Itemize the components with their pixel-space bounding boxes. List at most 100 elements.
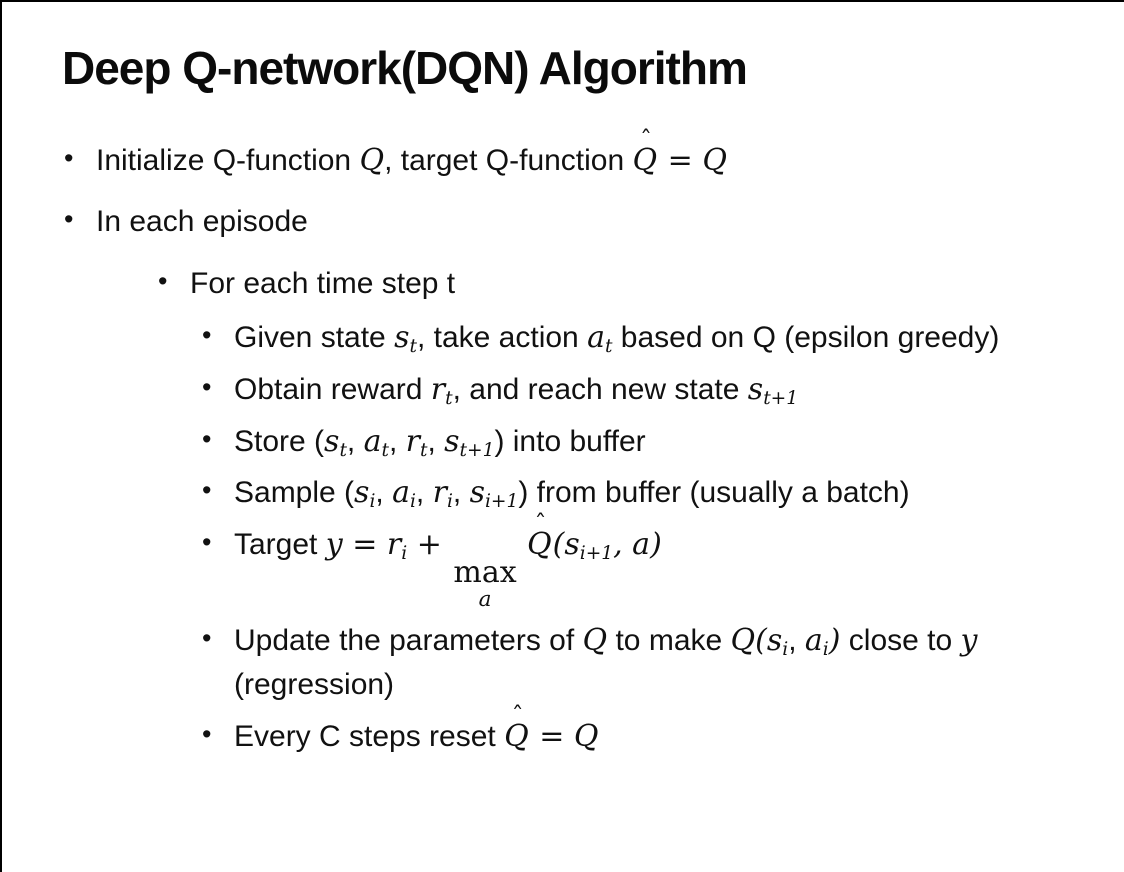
math-subscript: i: [822, 638, 829, 660]
math-subscripted: si: [354, 475, 376, 513]
text-run: , and reach new state: [452, 372, 748, 406]
math-subscripted: ai: [804, 622, 829, 660]
math-subscript: i: [401, 543, 408, 565]
math-base: s: [394, 320, 410, 356]
bullet-text: Initialize Q-function Q, target Q-functi…: [96, 128, 727, 183]
text-run: based on Q (epsilon greedy): [612, 321, 1000, 355]
text-run: ,: [346, 424, 364, 458]
math-subscripted: ri: [432, 475, 453, 513]
math-subscript: t: [604, 336, 613, 358]
bullet-text: For each time step t: [190, 262, 455, 306]
math-subscript: i: [409, 491, 416, 513]
math-subscript: t: [445, 387, 453, 409]
math-run: Q: [582, 622, 608, 658]
bullet-item: • Initialize Q-function Q, target Q-funct…: [2, 128, 1088, 183]
math-subscript: t+1: [459, 439, 495, 461]
text-run: Target: [234, 527, 326, 561]
math-subscript: i: [782, 638, 789, 660]
hat-accent: ˆ: [640, 125, 653, 154]
math-base: a: [587, 320, 605, 356]
text-run: In each episode: [96, 205, 308, 239]
math-base: r: [432, 475, 447, 511]
text-run: , target Q-function: [384, 143, 633, 177]
bullet-text: In each episode: [96, 200, 308, 244]
operator-name: max: [453, 555, 517, 591]
math-subscript: t+1: [763, 387, 799, 409]
text-run: Store (: [234, 424, 325, 458]
text-run: ) from buffer (usually a batch): [518, 476, 910, 510]
text-run: to make: [607, 623, 731, 657]
math-subscripted: rt: [406, 424, 428, 461]
math-base: Q: [504, 718, 529, 754]
math-run: +: [407, 526, 452, 562]
bullet-item: •Store (st, at, rt, st+1) into buffer: [2, 420, 1088, 465]
text-run: ,: [388, 424, 406, 458]
math-subscript: i: [446, 491, 453, 513]
bullet-text: Update the parameters of Q to make Q(si,…: [234, 619, 1079, 708]
math-subscripted: ri: [386, 526, 408, 565]
math-run: = Q: [529, 718, 599, 754]
hat-accent: ˆ: [511, 701, 524, 730]
math-subscripted: st: [324, 423, 347, 461]
math-subscript: t: [381, 439, 389, 461]
bullet-marker: •: [64, 142, 74, 173]
bullet-marker: •: [202, 622, 212, 653]
math-subscripted: si+1: [470, 475, 519, 513]
math-run: y: [960, 622, 978, 658]
bullet-item: • Update the parameters of Q to make Q(si…: [2, 619, 1088, 708]
math-subscript: i+1: [579, 543, 614, 565]
text-run: ,: [375, 476, 393, 510]
math-run: = Q: [658, 142, 727, 178]
math-base: s: [747, 371, 764, 407]
text-run: Initialize Q-function: [96, 143, 360, 177]
math-subscripted: st+1: [444, 424, 495, 461]
hat-accent: ˆ: [534, 509, 547, 538]
math-subscript: t: [409, 336, 417, 358]
math-base: s: [766, 622, 783, 658]
math-run: (: [552, 526, 565, 562]
text-run: Every C steps reset: [234, 719, 505, 753]
math-base: s: [354, 475, 370, 511]
math-subscripted: ai: [392, 475, 416, 513]
text-run: close to: [840, 623, 961, 657]
bullet-item: •Given state st, take action at based on…: [2, 316, 1088, 361]
text-run: ) into buffer: [494, 424, 646, 458]
math-base: r: [430, 371, 446, 407]
math-subscript: i+1: [484, 491, 519, 513]
page-title: Deep Q-network(DQN) Algorithm: [62, 42, 748, 94]
operator-subscript: a: [478, 586, 492, 612]
bullet-text: Obtain reward rt, and reach new state st…: [234, 368, 798, 413]
bullet-list: •Initialize Q-function Q, target Q-funct…: [2, 128, 1088, 759]
bullet-item: •Sample (si, ai, ri, si+1) from buffer (…: [2, 471, 1088, 516]
math-subscripted: at: [587, 320, 613, 358]
math-subscripted: st: [394, 320, 417, 358]
math-run: , a): [613, 526, 662, 562]
math-subscripted: rt: [430, 371, 453, 409]
bullet-item: • For each time step t: [2, 262, 1088, 306]
math-base: s: [324, 423, 340, 459]
math-run: Q: [359, 142, 385, 178]
math-base: Q: [632, 142, 658, 178]
bullet-marker: •: [158, 265, 168, 296]
text-run: ,: [415, 476, 433, 510]
math-base: a: [804, 622, 823, 658]
math-subscript: t: [419, 439, 428, 461]
text-run: Given state: [234, 321, 395, 355]
bullet-item: •Obtain reward rt, and reach new state s…: [2, 368, 1088, 413]
math-run: Q(: [730, 622, 767, 658]
math-subscript: i: [369, 491, 376, 513]
bullet-marker: •: [202, 320, 212, 351]
bullet-marker: •: [202, 371, 212, 402]
math-base: r: [386, 526, 402, 562]
math-base: Q: [527, 526, 552, 562]
bullet-marker: •: [64, 204, 74, 235]
bullet-marker: •: [202, 423, 212, 454]
math-base: a: [363, 423, 382, 459]
